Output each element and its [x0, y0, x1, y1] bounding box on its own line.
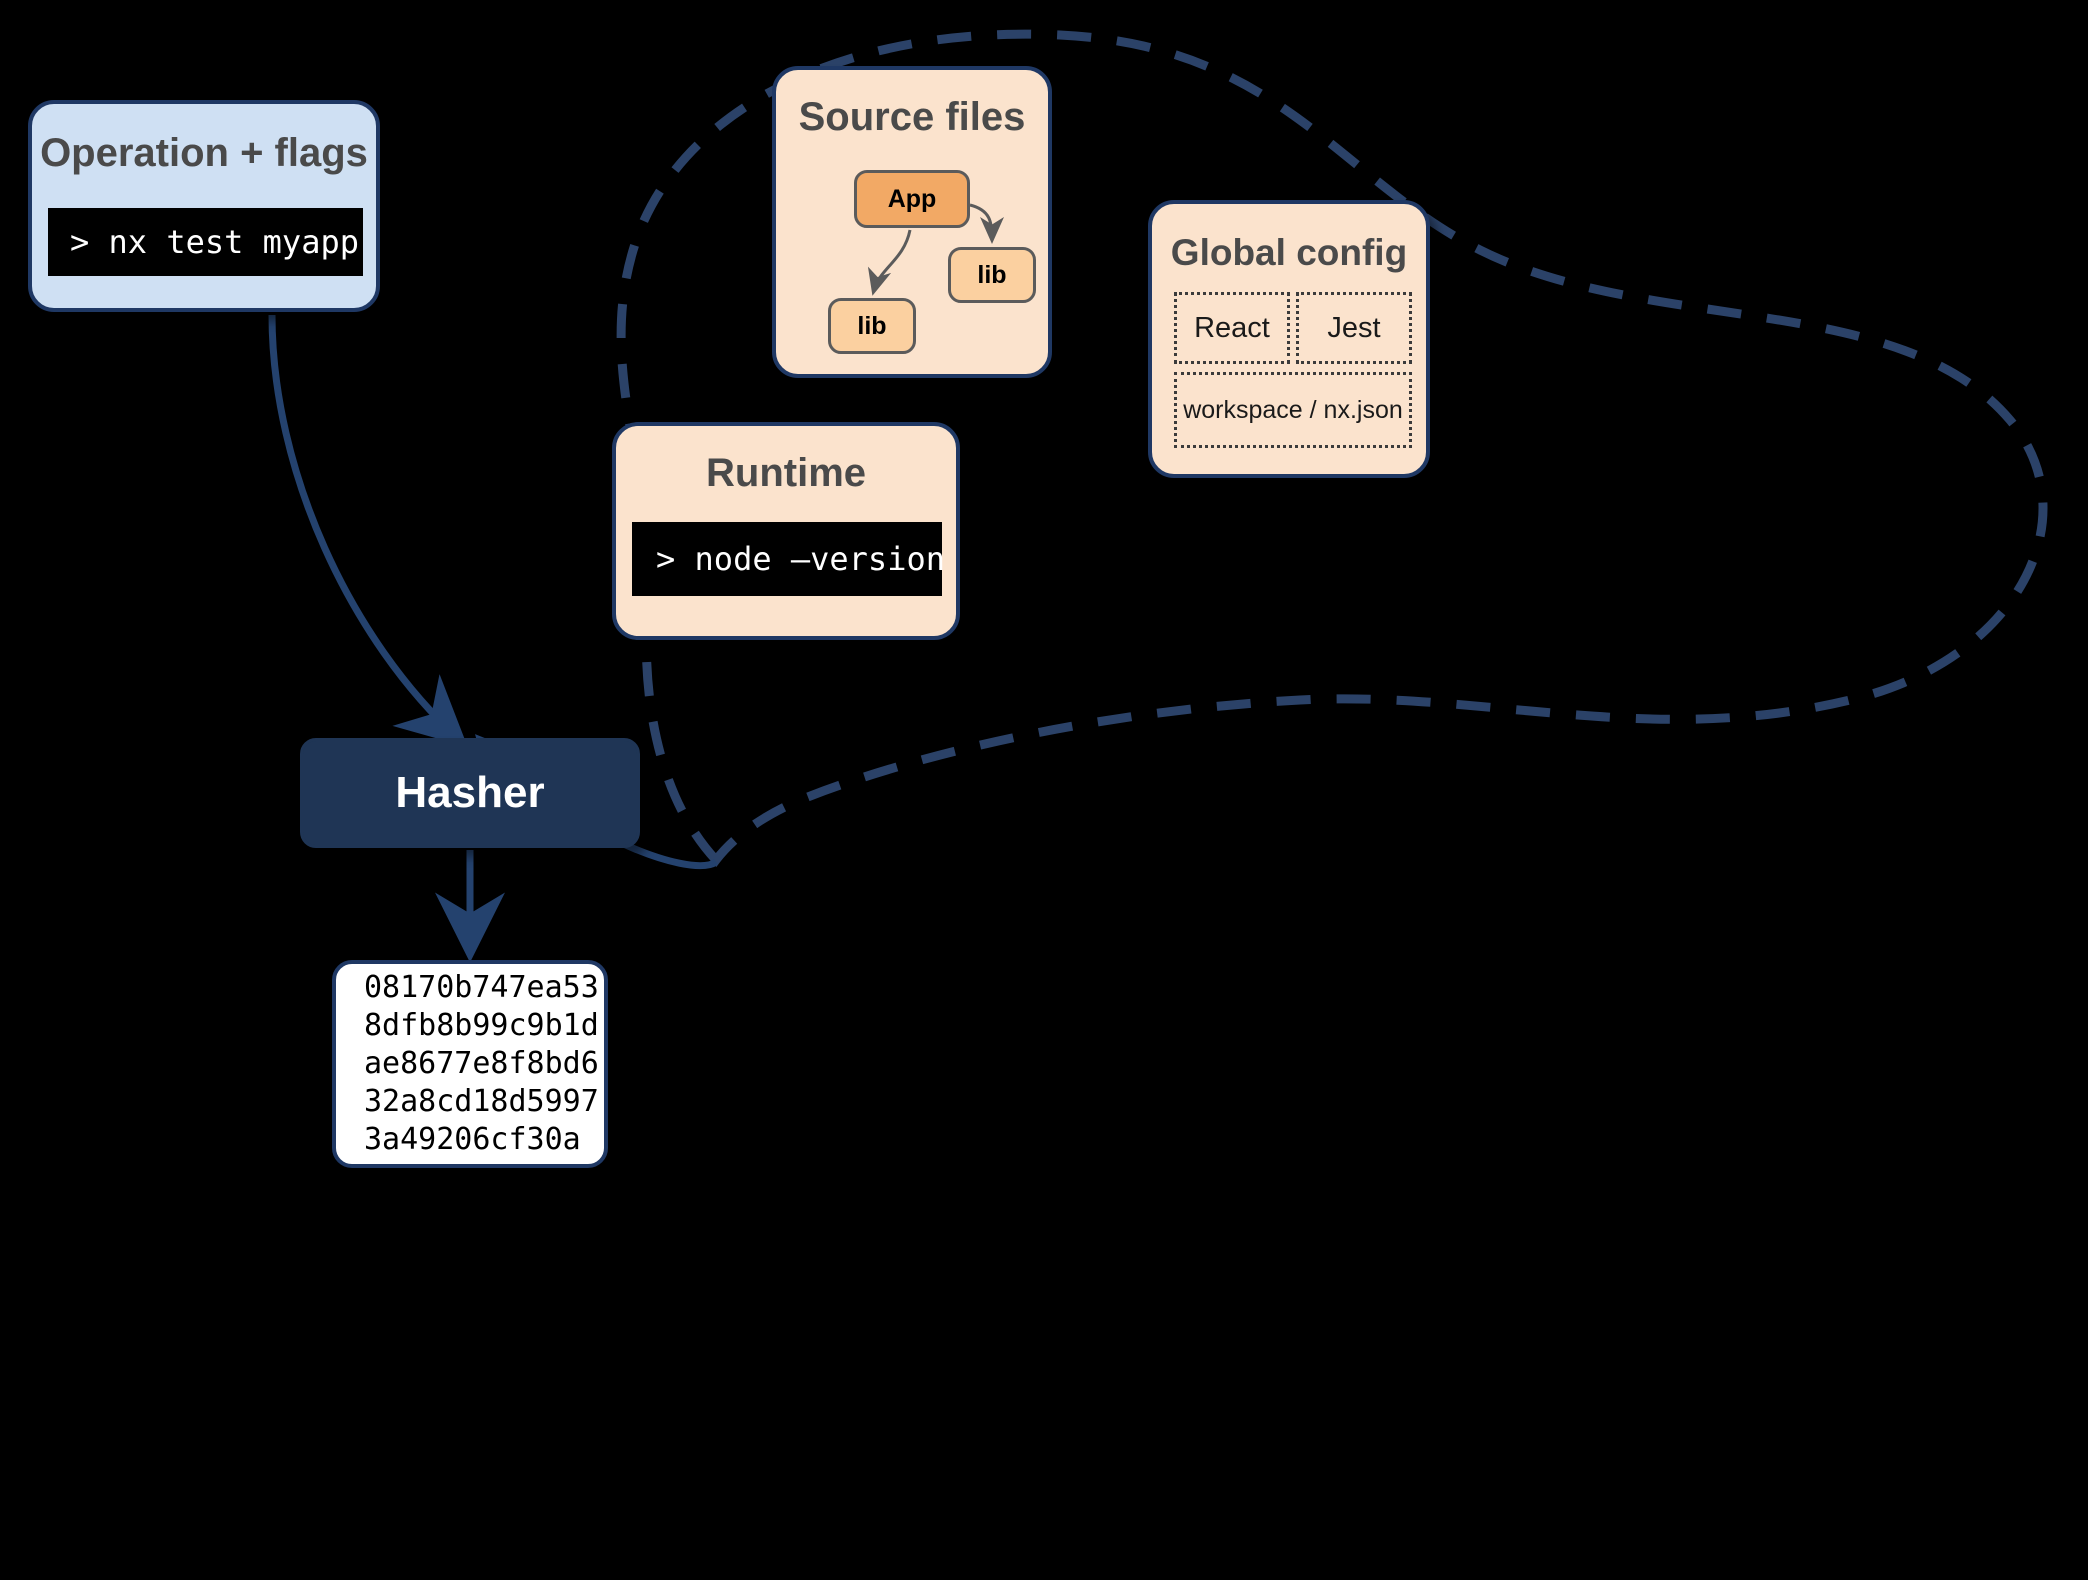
config-cell-workspace: workspace / nx.json	[1174, 372, 1412, 448]
hash-line: ae8677e8f8bd6	[364, 1045, 599, 1081]
config-cell-jest: Jest	[1296, 292, 1412, 364]
edge-app-to-lib-left	[867, 229, 912, 296]
hash-line: 3a49206cf30a	[364, 1122, 581, 1158]
hash-output-card: 08170b747ea53 8dfb8b99c9b1d ae8677e8f8bd…	[332, 960, 608, 1168]
config-cell-react: React	[1174, 292, 1290, 364]
runtime-command-terminal: > node –version	[632, 522, 945, 596]
hash-line: 32a8cd18d5997	[364, 1084, 599, 1120]
runtime-card: Runtime > node –version	[612, 422, 960, 640]
edge-app-to-lib-right	[969, 203, 1004, 244]
source-files-edge-layer	[867, 203, 1004, 296]
hash-line: 08170b747ea53	[364, 969, 599, 1005]
edge-operation-to-hasher	[268, 314, 468, 748]
operation-flags-title: Operation + flags	[40, 131, 368, 175]
hasher-node: Hasher	[300, 738, 640, 848]
operation-command-terminal: > nx test myapp	[48, 208, 363, 276]
global-config-card: Global config React Jest workspace / nx.…	[1148, 200, 1430, 478]
global-config-title: Global config	[1170, 232, 1408, 273]
operation-flags-card: Operation + flags > nx test myapp	[28, 100, 380, 312]
hash-line: 8dfb8b99c9b1d	[364, 1007, 599, 1043]
runtime-title: Runtime	[706, 451, 866, 495]
source-files-card: Source files App lib lib	[772, 66, 1052, 378]
